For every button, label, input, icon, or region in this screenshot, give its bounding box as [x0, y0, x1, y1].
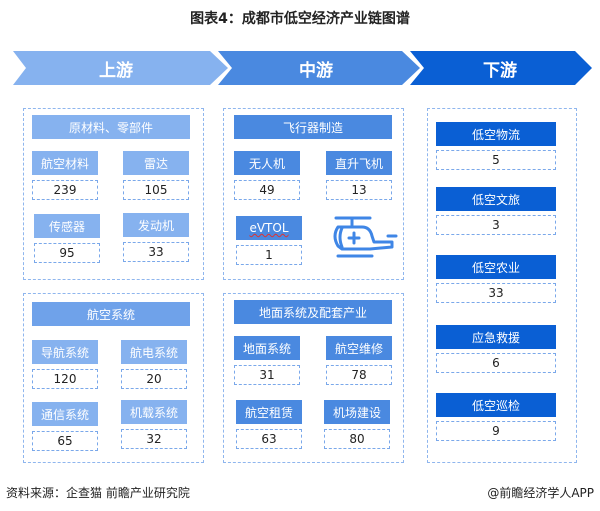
item-label: 航空材料 [32, 151, 98, 175]
item-label: 低空文旅 [436, 187, 556, 211]
item-value: 1 [236, 245, 302, 265]
item-label: eVTOL [236, 216, 302, 240]
item-label-text: 直升飞机 [334, 156, 383, 171]
item-label-text: 应急救援 [471, 330, 520, 345]
item-label: 航空租赁 [236, 400, 302, 424]
upstream-arrow-shape [13, 51, 228, 85]
item-label: 低空巡检 [436, 393, 556, 417]
item-label-text: 发动机 [137, 218, 174, 233]
item-label: 应急救援 [436, 325, 556, 349]
item-value: 65 [32, 431, 98, 451]
item-label: 通信系统 [32, 402, 98, 426]
item-label-text: 航空材料 [40, 156, 89, 171]
item-value: 120 [32, 369, 98, 389]
item-value: 6 [436, 353, 556, 373]
item-label: 航空维修 [326, 336, 392, 360]
item-label: 直升飞机 [326, 151, 392, 175]
stage-upstream: 上游 [99, 60, 133, 81]
group-header-aviation-systems: 航空系统 [32, 302, 190, 326]
panel-ground-systems [223, 293, 404, 463]
stage-arrows [13, 51, 592, 85]
item-label: 低空农业 [436, 255, 556, 279]
item-value: 63 [236, 429, 302, 449]
item-value: 78 [326, 365, 392, 385]
item-label: 发动机 [123, 213, 189, 237]
item-label-text: 无人机 [248, 156, 285, 171]
item-value: 31 [234, 365, 300, 385]
item-label-text: 航空维修 [334, 341, 383, 356]
panel-aviation-systems [23, 293, 204, 463]
item-value: 105 [123, 180, 189, 200]
downstream-arrow-shape [410, 51, 592, 85]
panel-aircraft-manufacturing [223, 108, 404, 280]
item-label-text: 通信系统 [40, 407, 89, 422]
item-label-text: 机载系统 [129, 405, 178, 420]
item-label-text: 航空租赁 [244, 405, 293, 420]
item-label-text: 低空农业 [471, 260, 520, 275]
source-note: 资料来源：企查猫 前瞻产业研究院 [6, 486, 190, 500]
item-label: 低空物流 [436, 122, 556, 146]
item-label-text: 低空巡检 [471, 398, 520, 413]
item-value: 3 [436, 215, 556, 235]
item-value: 13 [326, 180, 392, 200]
item-value: 32 [121, 429, 187, 449]
item-value: 5 [436, 150, 556, 170]
group-header-aircraft-manufacturing: 飞行器制造 [234, 115, 392, 139]
stage-downstream: 下游 [483, 60, 517, 81]
group-header-ground-systems: 地面系统及配套产业 [234, 300, 392, 324]
group-header-raw-materials: 原材料、零部件 [32, 115, 190, 139]
item-label-text: 航电系统 [129, 345, 178, 360]
item-label: 无人机 [234, 151, 300, 175]
item-value: 239 [32, 180, 98, 200]
panel-downstream [427, 108, 577, 463]
brand-credit: @前瞻经济学人APP [487, 486, 594, 500]
item-label: 机载系统 [121, 400, 187, 424]
item-label-text: 地面系统 [242, 341, 291, 356]
item-label: 导航系统 [32, 340, 98, 364]
item-label: 机场建设 [324, 400, 390, 424]
item-label-text: 低空物流 [471, 127, 520, 142]
item-value: 49 [234, 180, 300, 200]
item-label-text: 雷达 [143, 156, 168, 171]
item-label: 地面系统 [234, 336, 300, 360]
item-label: 传感器 [34, 214, 100, 238]
item-label: 雷达 [123, 151, 189, 175]
item-value: 20 [121, 369, 187, 389]
item-value: 95 [34, 243, 100, 263]
item-label-text: 低空文旅 [471, 192, 520, 207]
item-value: 9 [436, 421, 556, 441]
item-label-text: 导航系统 [40, 345, 89, 360]
item-label-text: 传感器 [48, 219, 85, 234]
item-value: 80 [324, 429, 390, 449]
item-value: 33 [123, 242, 189, 262]
helicopter-icon [333, 216, 398, 258]
item-value: 33 [436, 283, 556, 303]
midstream-arrow-shape [218, 51, 420, 85]
item-label-text: eVTOL [249, 221, 289, 235]
stage-midstream: 中游 [299, 60, 333, 81]
item-label-text: 机场建设 [332, 405, 381, 420]
diagram-title: 图表4：成都市低空经济产业链图谱 [190, 11, 410, 27]
panel-raw-materials [23, 108, 204, 280]
item-label: 航电系统 [121, 340, 187, 364]
